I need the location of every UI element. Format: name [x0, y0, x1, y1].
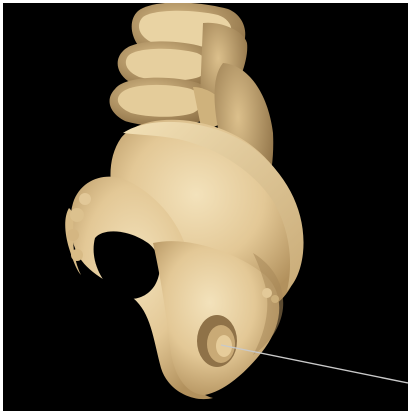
anatomy-illustration [3, 3, 408, 411]
render-viewport [3, 3, 408, 411]
